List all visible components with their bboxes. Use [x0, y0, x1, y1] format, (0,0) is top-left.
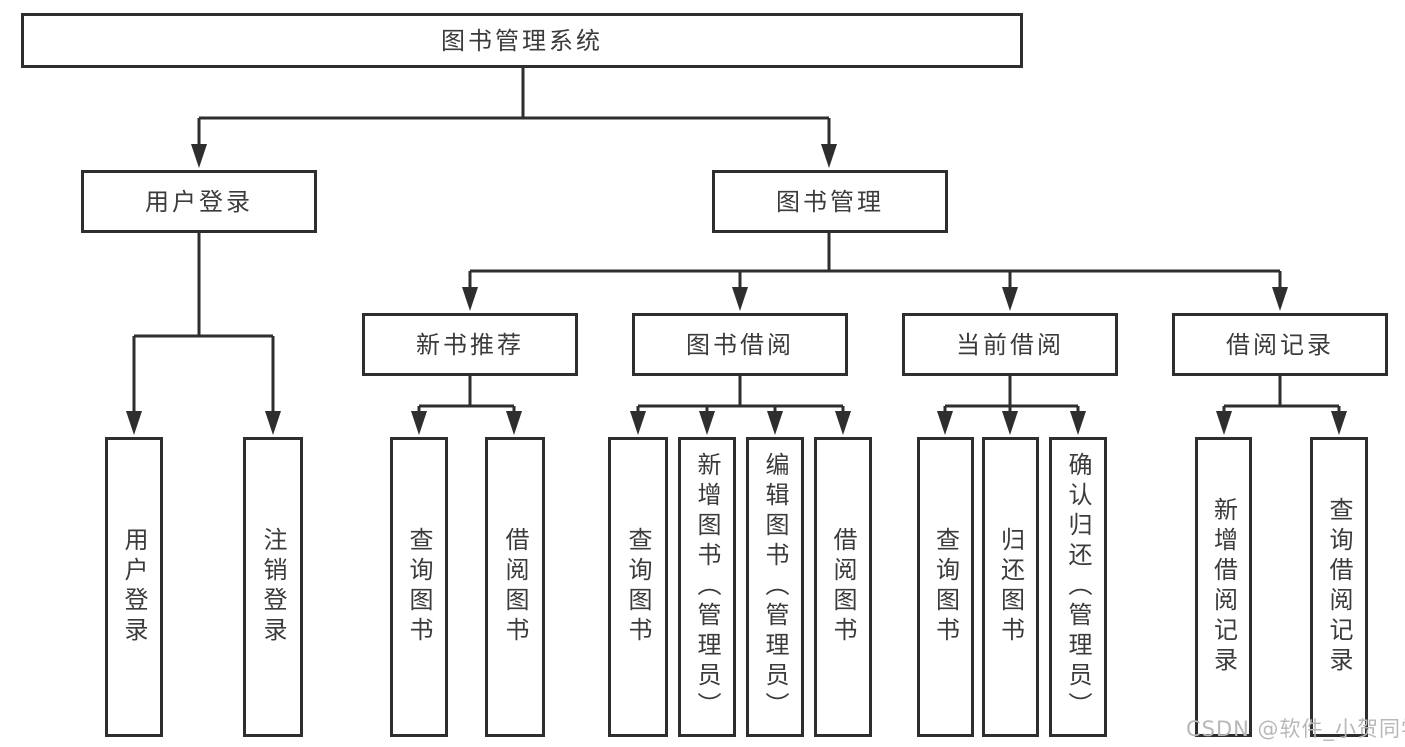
- node-label: 借阅记录: [1226, 330, 1334, 359]
- leaf-logout: 注销登录: [243, 437, 303, 737]
- leaf-user-login: 用户登录: [105, 437, 163, 737]
- node-book-management: 图书管理: [712, 170, 948, 233]
- leaf-borrow-books: 借阅图书: [485, 437, 545, 737]
- node-borrow-records: 借阅记录: [1172, 313, 1388, 376]
- leaf-edit-books-admin: 编辑图书（管理员）: [746, 437, 804, 737]
- leaf-add-books-admin: 新增图书（管理员）: [678, 437, 736, 737]
- node-label: 当前借阅: [956, 330, 1064, 359]
- node-new-book-recommend: 新书推荐: [362, 313, 578, 376]
- node-label: 编辑图书（管理员）: [761, 452, 789, 722]
- node-label: 用户登录: [120, 527, 148, 647]
- node-library-management-system: 图书管理系统: [21, 13, 1023, 68]
- node-label: 新增图书（管理员）: [693, 452, 721, 722]
- node-book-borrowing: 图书借阅: [632, 313, 848, 376]
- leaf-confirm-return-admin: 确认归还（管理员）: [1049, 437, 1107, 737]
- node-label: 注销登录: [259, 527, 287, 647]
- leaf-query-borrow-record: 查询借阅记录: [1310, 437, 1368, 737]
- node-label: 用户登录: [145, 187, 253, 216]
- leaf-add-borrow-record: 新增借阅记录: [1195, 437, 1252, 737]
- node-user-login: 用户登录: [81, 170, 317, 233]
- node-label: 确认归还（管理员）: [1064, 452, 1092, 722]
- node-label: 查询借阅记录: [1325, 497, 1353, 677]
- node-label: 新增借阅记录: [1209, 497, 1238, 677]
- node-label: 查询图书: [931, 527, 960, 647]
- node-label: 借阅图书: [501, 527, 529, 647]
- node-label: 图书管理系统: [441, 26, 603, 55]
- leaf-query-books: 查询图书: [390, 437, 448, 737]
- node-label: 查询图书: [624, 527, 652, 647]
- leaf-query-books: 查询图书: [608, 437, 668, 737]
- arrowheads: [126, 144, 1347, 435]
- node-label: 新书推荐: [416, 330, 524, 359]
- leaf-borrow-books: 借阅图书: [814, 437, 872, 737]
- csdn-watermark: CSDN @软件_小贺同学: [1186, 717, 1405, 741]
- node-label: 归还图书: [996, 527, 1025, 647]
- node-label: 查询图书: [405, 527, 433, 647]
- node-label: 图书借阅: [686, 330, 794, 359]
- node-label: 借阅图书: [829, 527, 857, 647]
- node-label: 图书管理: [776, 187, 884, 216]
- node-current-borrowing: 当前借阅: [902, 313, 1118, 376]
- leaf-return-books: 归还图书: [982, 437, 1039, 737]
- leaf-query-books: 查询图书: [917, 437, 974, 737]
